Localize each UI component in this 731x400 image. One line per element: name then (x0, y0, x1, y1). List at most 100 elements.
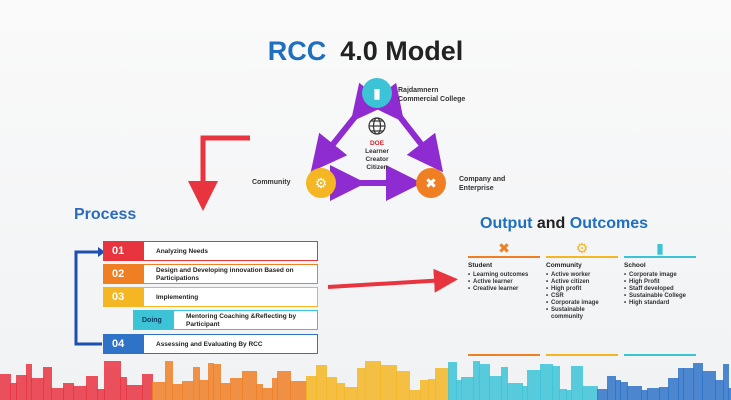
skyline-building (723, 364, 729, 400)
skyline-building (306, 376, 317, 400)
skyline-building (396, 371, 410, 400)
gear-icon: ⚙ (306, 168, 336, 198)
skyline-building (507, 383, 523, 400)
skyline-building (256, 384, 263, 400)
skyline-building (540, 364, 553, 400)
skyline-building (63, 383, 74, 400)
skyline-building (165, 361, 173, 400)
column-school: ▮ School Corporate image High Profit Sta… (624, 240, 696, 307)
skyline-building (97, 389, 105, 400)
skyline-building (326, 377, 337, 400)
skyline-building (627, 386, 642, 400)
skyline-building (213, 364, 221, 400)
skyline-building (272, 378, 278, 400)
skyline-building (420, 380, 429, 400)
puzzle-icon: ✖ (416, 168, 446, 198)
skyline-building (344, 387, 358, 400)
skyline-building (242, 371, 257, 400)
skyline-building (43, 367, 52, 400)
skyline-building (31, 378, 44, 400)
label-community: Community (252, 179, 291, 186)
skyline-building (522, 386, 528, 400)
skyline-building (683, 368, 694, 400)
step-02: 02 Design and Developing innovation Base… (103, 264, 318, 284)
skyline-building (126, 385, 143, 400)
skyline-building (230, 378, 243, 400)
book-icon: ▮ (362, 78, 392, 108)
skyline-building (641, 390, 648, 400)
skyline-building (566, 390, 572, 400)
skyline-building (336, 383, 345, 400)
skyline-building (262, 388, 273, 400)
skyline-building (208, 363, 214, 400)
step-01: 01 Analyzing Needs (103, 241, 318, 261)
skyline-building (220, 383, 231, 400)
step-doing: Doing Mentoring Coaching &Reflecting by … (133, 310, 318, 330)
skyline-building (51, 388, 64, 400)
skyline-building (647, 388, 660, 400)
skyline-building (104, 361, 121, 400)
skyline-building (559, 389, 567, 400)
skyline-building (409, 390, 421, 400)
outcomes-title: Output and Outcomes (480, 215, 649, 232)
skyline-building (615, 380, 621, 400)
skyline-building (365, 361, 381, 400)
label-rajdamnern: Rajdamnern Commercial College (398, 87, 466, 103)
skyline-building (193, 367, 200, 400)
skyline-building (448, 362, 457, 400)
arrow-top-left (310, 82, 388, 173)
globe-icon (368, 117, 386, 135)
skyline-building (527, 370, 541, 400)
doe-center: DOE Learner Creator Citizen (365, 140, 389, 171)
skyline-building (357, 368, 366, 400)
skyline-building (582, 386, 598, 400)
red-arrow-to-outcomes (327, 268, 458, 293)
skyline-building (290, 381, 307, 400)
puzzle-icon: ✖ (498, 240, 510, 256)
skyline-building (380, 365, 397, 400)
skyline-building (120, 377, 127, 400)
skyline-building (73, 386, 87, 400)
skyline-building (456, 380, 462, 400)
skyline-building (461, 377, 474, 400)
label-company: Company and Enterprise (459, 176, 506, 192)
skyline-building (659, 387, 669, 400)
step-04: 04 Assessing and Evaluating By RCC (103, 334, 318, 354)
skyline-building (16, 375, 27, 400)
skyline-building (479, 364, 490, 400)
skyline-building (607, 376, 616, 400)
skyline-building (26, 364, 32, 400)
skyline-building (678, 368, 684, 400)
step-03: 03 Implementing (103, 287, 318, 307)
column-student: ✖ Student Learning outcomes Active learn… (468, 240, 540, 293)
skyline-building (10, 383, 17, 400)
book-icon: ▮ (656, 240, 664, 256)
skyline-building (316, 365, 327, 400)
skyline-building (152, 382, 166, 400)
skyline-building (693, 363, 703, 400)
skyline-building (142, 374, 153, 400)
skyline-building (668, 378, 679, 400)
column-community: ⚙ Community Active worker Active citizen… (546, 240, 618, 321)
blue-loop-connector (74, 250, 102, 346)
skyline-building (489, 376, 502, 400)
skyline-building (435, 368, 449, 400)
skyline-building (620, 382, 628, 400)
skyline-building (199, 380, 209, 400)
skyline-building (552, 366, 560, 400)
skyline-building (702, 371, 716, 400)
red-elbow-arrow (188, 135, 250, 211)
skyline-building (728, 388, 731, 400)
city-skyline (0, 361, 731, 400)
skyline-building (715, 380, 724, 400)
skyline-building (182, 381, 194, 400)
skyline-building (0, 374, 11, 400)
skyline-building (277, 371, 291, 400)
arrow-top-right (367, 82, 444, 173)
skyline-building (473, 361, 480, 400)
gear-icon: ⚙ (575, 240, 589, 256)
skyline-building (501, 367, 508, 400)
